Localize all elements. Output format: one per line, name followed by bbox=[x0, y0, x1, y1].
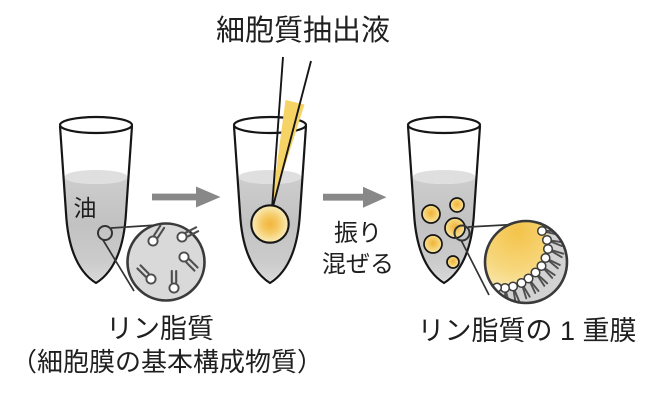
tube-after-shaking bbox=[406, 115, 482, 285]
arrow-right-icon bbox=[152, 186, 221, 208]
zoom-source-circle bbox=[453, 224, 471, 242]
oil-label: 油 bbox=[73, 195, 97, 221]
droplet-interior bbox=[485, 221, 549, 295]
zoom-circle-monolayer bbox=[453, 219, 569, 305]
caption-monolayer: リン脂質の 1 重膜 bbox=[417, 316, 637, 346]
zoom-source-circle bbox=[97, 225, 113, 241]
shake-mix-line1: 振り bbox=[334, 220, 382, 247]
phospholipid-molecules bbox=[136, 224, 200, 294]
zoom-circle-phospholipids bbox=[97, 222, 206, 302]
shake-mix-label: 振り 混ぜる bbox=[303, 218, 413, 280]
pipette bbox=[271, 56, 312, 207]
title-cytoplasm-extract: 細胞質抽出液 bbox=[215, 15, 390, 47]
caption-phospholipid: リン脂質 bbox=[106, 314, 214, 344]
shake-mix-line2: 混ぜる bbox=[322, 251, 394, 278]
caption-phospholipid-note: （細胞膜の基本構成物質） bbox=[10, 347, 323, 377]
emulsion-droplets bbox=[421, 197, 466, 269]
monolayer-beads bbox=[491, 225, 565, 303]
extract-drop bbox=[250, 204, 290, 244]
arrow-right-icon bbox=[323, 186, 387, 208]
tube-with-extract-drop bbox=[232, 115, 308, 285]
